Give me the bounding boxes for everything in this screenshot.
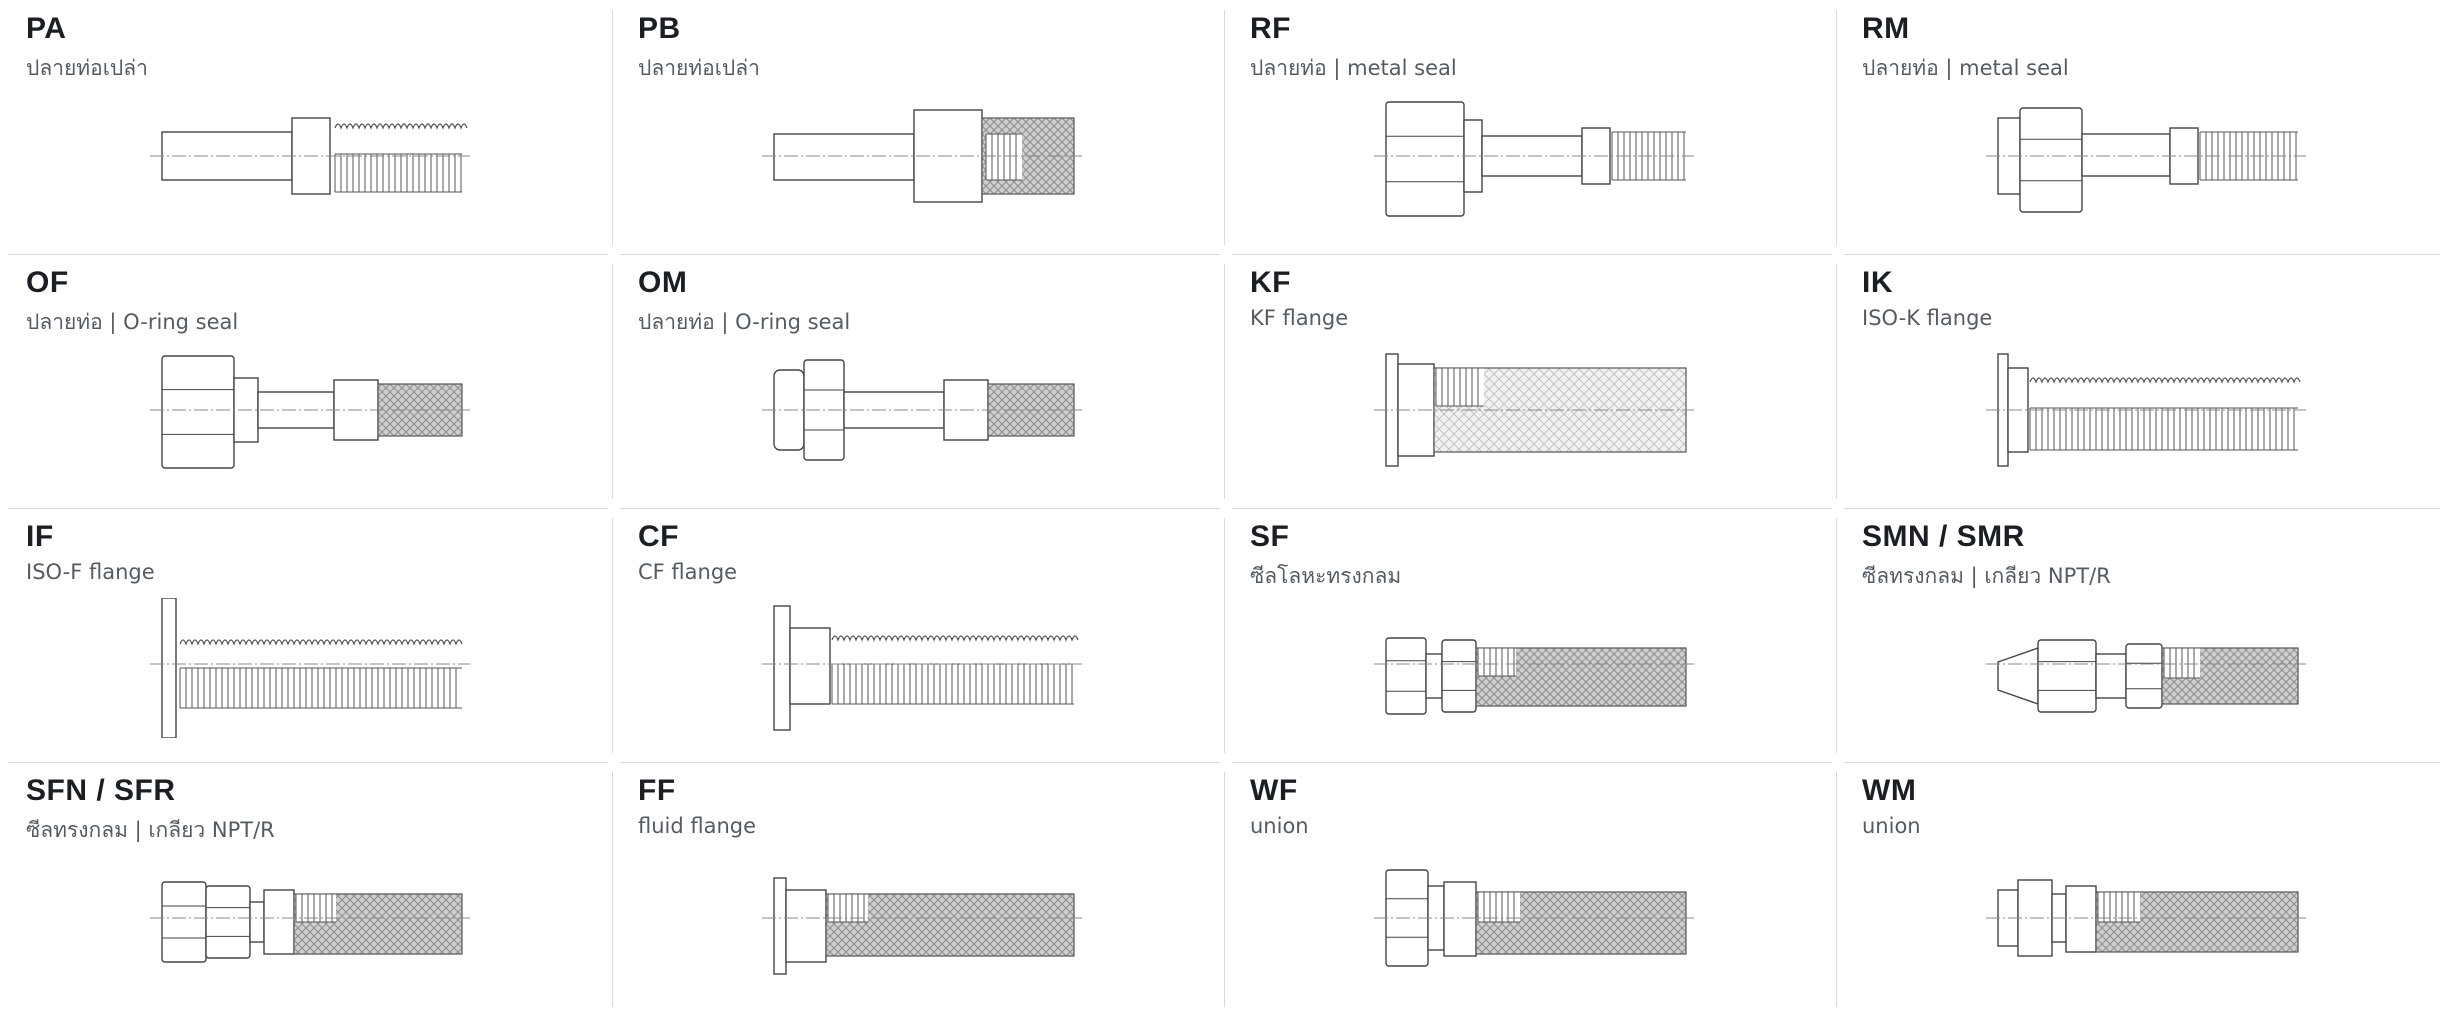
- of-female-oring-seal-hose-icon: [150, 344, 470, 488]
- fitting-card[interactable]: SMN / SMR ซีลทรงกลม | เกลียว NPT/R: [1836, 508, 2448, 762]
- fitting-code: KF: [1250, 266, 1291, 299]
- rm-male-metal-seal-hose-icon: [1986, 90, 2306, 234]
- fitting-description: union: [1250, 814, 1309, 838]
- fitting-code: SF: [1250, 520, 1290, 553]
- fitting-card[interactable]: PA ปลายท่อเปล่า: [0, 0, 612, 254]
- fitting-description: ปลายท่อ | O-ring seal: [638, 310, 851, 334]
- fitting-code: RF: [1250, 12, 1291, 45]
- kf-flange-braided-hose-icon: [1374, 344, 1694, 488]
- fitting-description: ปลายท่อ | metal seal: [1250, 56, 1457, 80]
- sf-spherical-metal-seal-hose-icon: [1374, 598, 1694, 742]
- fitting-code: CF: [638, 520, 679, 553]
- smn-smr-male-thread-hose-icon: [1986, 598, 2306, 742]
- fitting-description: union: [1862, 814, 1921, 838]
- wf-female-union-hose-icon: [1374, 852, 1694, 996]
- fitting-card[interactable]: RF ปลายท่อ | metal seal: [1224, 0, 1836, 254]
- fitting-code: SMN / SMR: [1862, 520, 2025, 553]
- fitting-card[interactable]: WM union: [1836, 762, 2448, 1016]
- ff-fluid-flange-hose-icon: [762, 852, 1082, 996]
- pa-plain-tube-hose-icon: [150, 90, 470, 234]
- fitting-card[interactable]: OM ปลายท่อ | O-ring seal: [612, 254, 1224, 508]
- rf-female-metal-seal-hose-icon: [1374, 90, 1694, 234]
- fitting-card[interactable]: WF union: [1224, 762, 1836, 1016]
- fitting-card[interactable]: KF KF flange: [1224, 254, 1836, 508]
- fitting-code: PA: [26, 12, 67, 45]
- fitting-description: ปลายท่อ | metal seal: [1862, 56, 2069, 80]
- fitting-code: FF: [638, 774, 676, 807]
- fitting-description: ISO-F flange: [26, 560, 155, 584]
- fitting-code: RM: [1862, 12, 1910, 45]
- fitting-description: KF flange: [1250, 306, 1349, 330]
- fitting-description: CF flange: [638, 560, 738, 584]
- fitting-card[interactable]: RM ปลายท่อ | metal seal: [1836, 0, 2448, 254]
- fitting-description: ปลายท่อเปล่า: [26, 56, 148, 80]
- fitting-code: IF: [26, 520, 54, 553]
- fitting-card[interactable]: FF fluid flange: [612, 762, 1224, 1016]
- fitting-code: IK: [1862, 266, 1893, 299]
- fitting-code: WF: [1250, 774, 1298, 807]
- pb-plain-tube-braided-hose-icon: [762, 90, 1082, 234]
- fitting-card[interactable]: IF ISO-F flange: [0, 508, 612, 762]
- fitting-description: ปลายท่อเปล่า: [638, 56, 760, 80]
- fitting-code: OM: [638, 266, 688, 299]
- fitting-code: SFN / SFR: [26, 774, 176, 807]
- fitting-code: OF: [26, 266, 69, 299]
- cf-flange-corrugated-hose-icon: [762, 598, 1082, 742]
- fitting-description: fluid flange: [638, 814, 757, 838]
- fitting-description: ซีลทรงกลม | เกลียว NPT/R: [1862, 564, 2111, 588]
- fitting-card[interactable]: SFN / SFR ซีลทรงกลม | เกลียว NPT/R: [0, 762, 612, 1016]
- ik-flange-corrugated-hose-icon: [1986, 344, 2306, 488]
- fitting-description: ซีลทรงกลม | เกลียว NPT/R: [26, 818, 275, 842]
- fitting-card[interactable]: CF CF flange: [612, 508, 1224, 762]
- sfn-sfr-female-thread-hose-icon: [150, 852, 470, 996]
- if-flange-corrugated-hose-icon: [150, 597, 470, 742]
- wm-male-union-hose-icon: [1986, 852, 2306, 996]
- fitting-description: ปลายท่อ | O-ring seal: [26, 310, 239, 334]
- fitting-card[interactable]: SF ซีลโลหะทรงกลม: [1224, 508, 1836, 762]
- fitting-description: ISO-K flange: [1862, 306, 1993, 330]
- fitting-card[interactable]: IK ISO-K flange: [1836, 254, 2448, 508]
- fitting-description: ซีลโลหะทรงกลม: [1250, 564, 1402, 588]
- fitting-card[interactable]: PB ปลายท่อเปล่า: [612, 0, 1224, 254]
- fitting-code: WM: [1862, 774, 1917, 807]
- om-male-oring-seal-hose-icon: [762, 344, 1082, 488]
- fitting-code: PB: [638, 12, 681, 45]
- fitting-card[interactable]: OF ปลายท่อ | O-ring seal: [0, 254, 612, 508]
